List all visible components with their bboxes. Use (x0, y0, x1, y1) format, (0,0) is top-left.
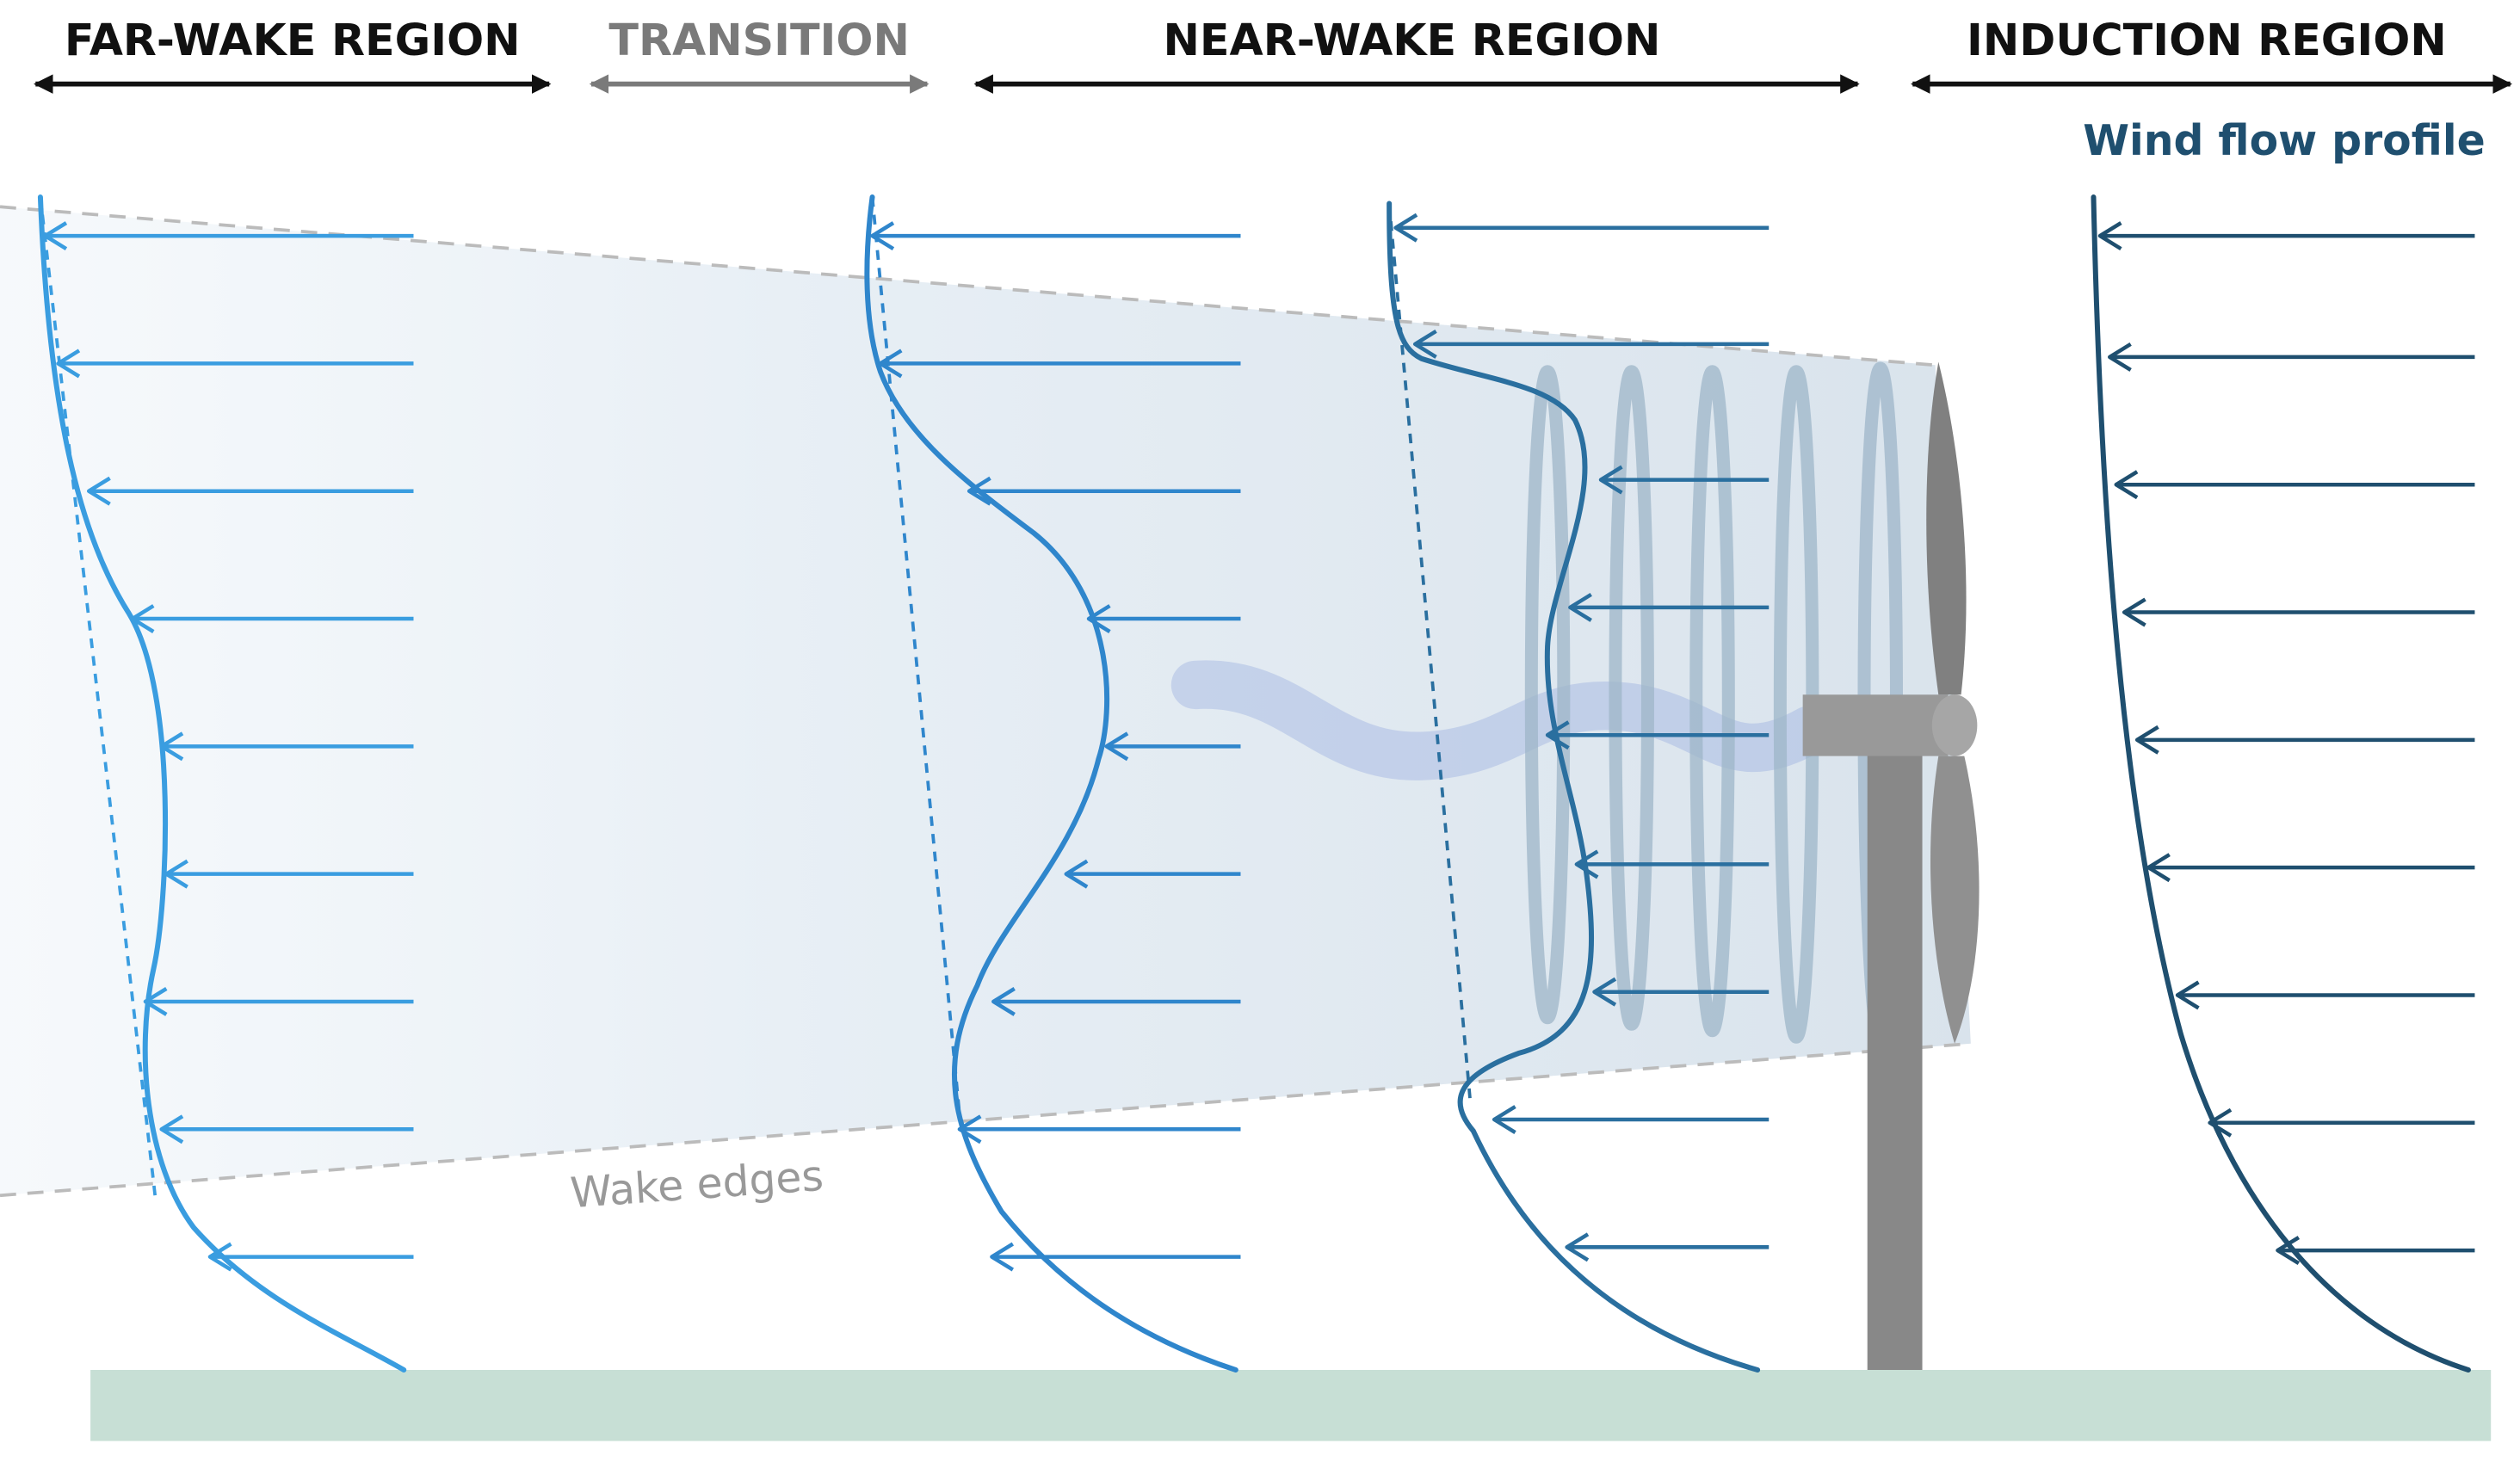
near-wake-flow-arrow-head (1492, 1105, 1516, 1134)
induction-flow-arrow-head (2208, 1107, 2233, 1138)
region-headers: FAR-WAKE REGION TRANSITION NEAR-WAKE REG… (34, 15, 2512, 165)
vortex-loop (1609, 365, 1654, 1031)
wake-edges-label: Wake edges (569, 1151, 825, 1218)
wake-region (0, 207, 1971, 1196)
far-wake-flow-arrow-head (159, 1114, 184, 1144)
ground (90, 1369, 2492, 1441)
induction-velocity-profile (2091, 194, 2471, 1373)
near-wake-flow-arrow-head (1592, 977, 1617, 1007)
far-wake-flow-arrow-head (56, 349, 81, 379)
far-wake-flow-arrow-head (43, 221, 68, 251)
transition-flow-arrow-head (870, 221, 895, 251)
far-wake-flow-arrow-head (207, 1242, 232, 1272)
turbine-blade-lower (1930, 756, 1980, 1044)
induction-flow-arrow-head (2276, 1236, 2301, 1266)
turbine-nacelle (1802, 694, 1949, 756)
near-wake-velocity-profile (1387, 200, 1761, 1373)
wake-edge-top (0, 205, 1936, 367)
legend-wind-flow-profile: Wind flow profile (2083, 116, 2485, 165)
transition-flow-arrow-head (991, 987, 1016, 1016)
near-wake-flow-arrow-head (1393, 213, 1418, 243)
far-wake-flow-arrow-head (86, 476, 111, 506)
induction-flow-arrow-head (2114, 470, 2139, 500)
vortex-loop (1689, 365, 1735, 1038)
wind-flow-profiles (37, 194, 2475, 1373)
wind-turbine (1802, 361, 1980, 1370)
induction-flow-arrow-head (2134, 725, 2159, 755)
region-label-near-wake: NEAR-WAKE REGION (1163, 15, 1660, 65)
transition-flow-arrow-head (957, 1114, 982, 1144)
near-wake-flow-arrow-head (1412, 329, 1437, 359)
transition-flow-arrow-head (878, 349, 903, 379)
near-wake-flow-arrow-head (1598, 465, 1623, 495)
far-wake-flow-arrow-head (164, 859, 188, 889)
hub-wake-streak (1170, 660, 1834, 780)
induction-flow-arrow-head (2122, 597, 2146, 627)
induction-flow-arrow-head (2146, 853, 2171, 883)
turbine-tower (1867, 746, 1923, 1370)
vortex-loop (1524, 365, 1571, 1025)
induction-flow-arrow-head (2097, 221, 2122, 251)
transition-flow-arrow-head (1104, 731, 1129, 762)
far-wake-velocity-profile (37, 194, 407, 1373)
transition-flow-arrow-head (1086, 604, 1111, 633)
region-label-induction: INDUCTION REGION (1967, 15, 2447, 65)
near-wake-baseline-dashed (1387, 203, 1472, 1099)
region-label-transition: TRANSITION (608, 15, 909, 65)
far-wake-flow-arrow-head (130, 604, 155, 633)
transition-velocity-profile (864, 194, 1238, 1373)
near-wake-flow-arrow-head (1574, 849, 1599, 879)
turbine-blade-upper (1926, 361, 1967, 695)
transition-flow-arrow-head (967, 476, 991, 506)
near-wake-flow-arrow-head (1568, 592, 1592, 622)
region-label-far-wake: FAR-WAKE REGION (65, 15, 521, 65)
far-wake-flow-arrow-head (159, 731, 184, 762)
induction-flow-arrow-head (2108, 342, 2132, 372)
turbine-hub (1931, 694, 1978, 756)
near-wake-flow-arrow-head (1565, 1232, 1590, 1262)
transition-flow-arrow-head (990, 1242, 1015, 1272)
transition-baseline-dashed (870, 196, 961, 1115)
induction-flow-arrow-head (2175, 980, 2200, 1010)
transition-flow-arrow-head (1064, 859, 1089, 889)
near-wake-flow-arrow-head (1545, 720, 1570, 750)
far-wake-flow-arrow-head (143, 987, 168, 1016)
